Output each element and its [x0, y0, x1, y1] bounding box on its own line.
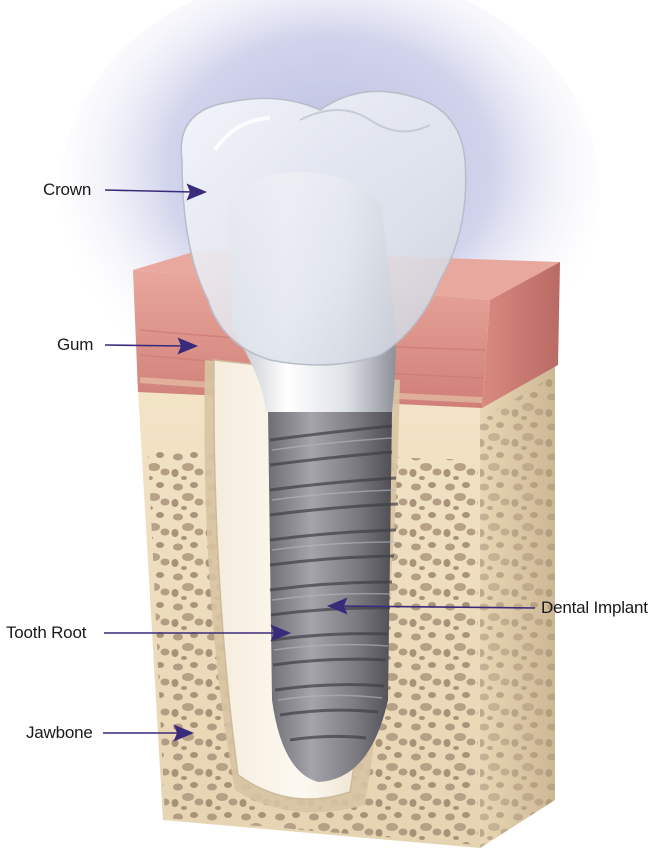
- label-gum: Gum: [57, 335, 93, 355]
- label-crown: Crown: [43, 180, 91, 200]
- label-dental-implant: Dental Implant: [541, 598, 648, 618]
- label-tooth-root: Tooth Root: [6, 623, 86, 643]
- label-jawbone: Jawbone: [26, 723, 93, 743]
- implant-screw: [268, 410, 392, 782]
